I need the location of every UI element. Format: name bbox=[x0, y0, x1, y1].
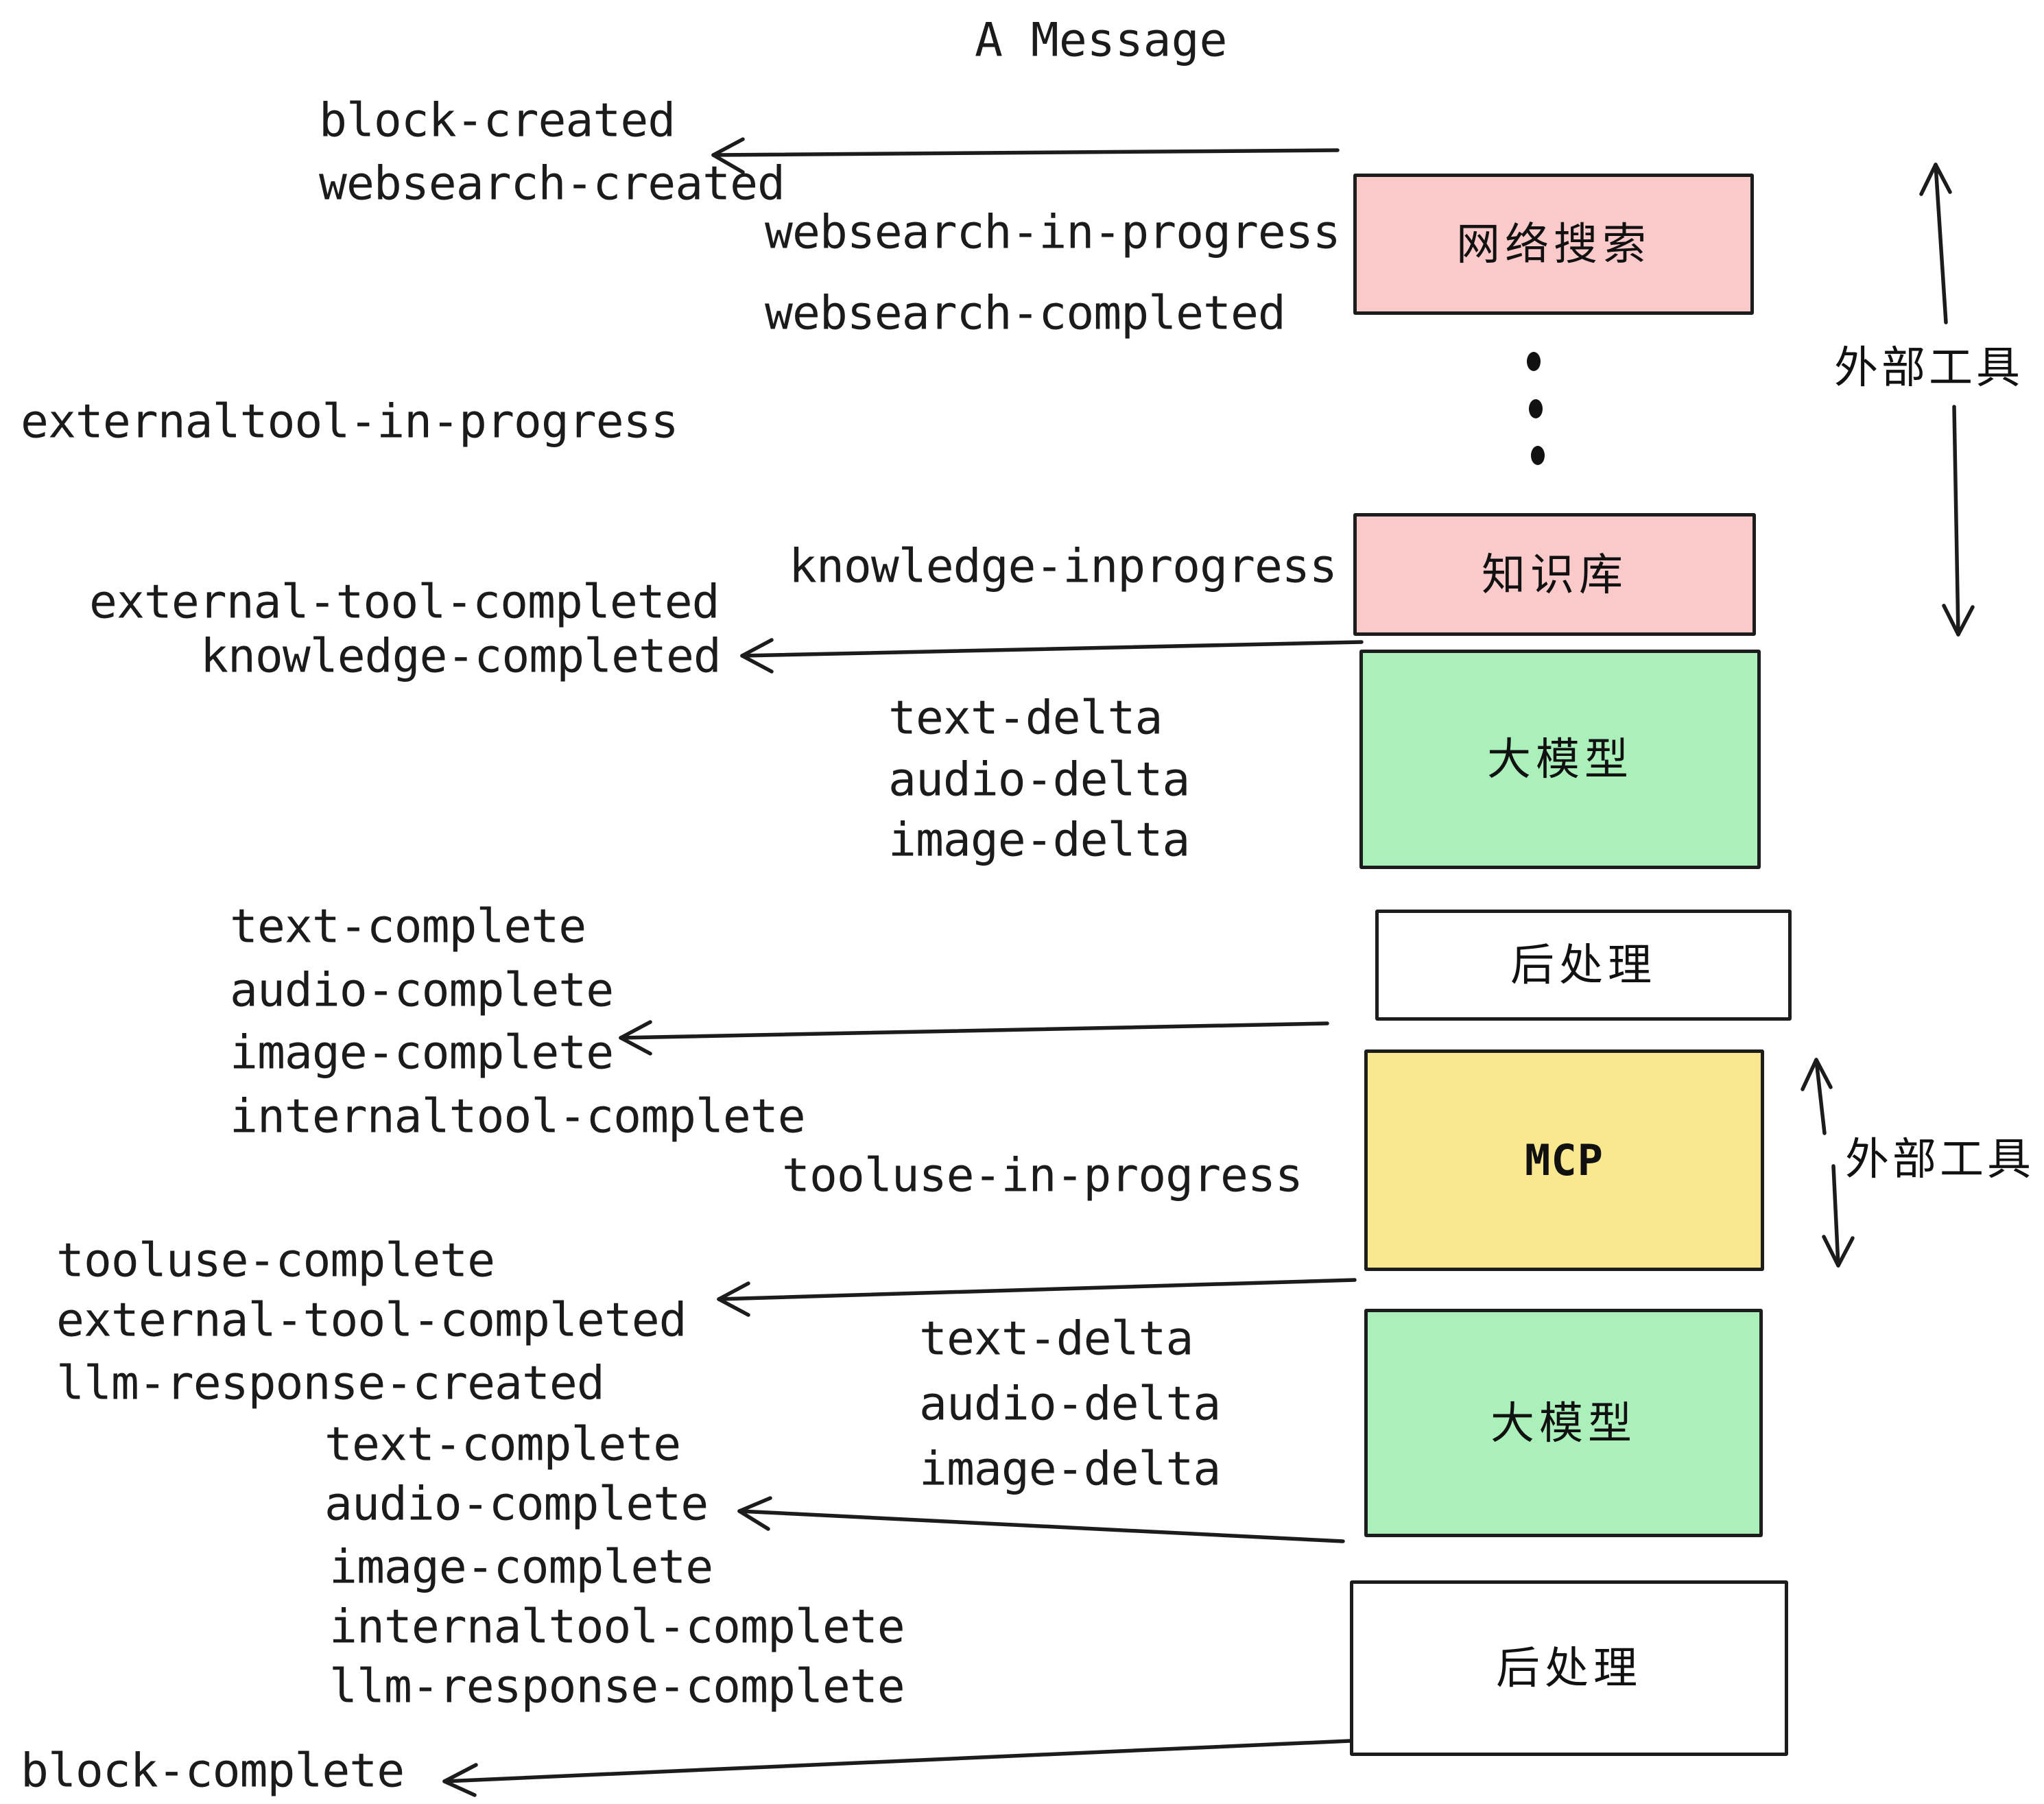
event-internaltool-complete-2: internaltool-complete bbox=[329, 1600, 905, 1654]
event-audio-complete-1: audio-complete bbox=[230, 963, 614, 1018]
arrow-block-complete bbox=[442, 1739, 1352, 1797]
arrow-external-tools-1-down bbox=[1942, 405, 1975, 637]
dot-icon bbox=[1527, 352, 1541, 371]
event-tooluse-complete: tooluse-complete bbox=[56, 1233, 495, 1288]
event-text-delta-2: text-delta bbox=[919, 1312, 1193, 1366]
box-post-process-2: 后处理 bbox=[1350, 1580, 1788, 1756]
box-web-search: 网络搜索 bbox=[1353, 174, 1754, 315]
event-text-complete-1: text-complete bbox=[230, 899, 586, 954]
event-externaltool-in-progress: externaltool-in-progress bbox=[21, 394, 679, 449]
arrow-websearch-created bbox=[711, 137, 1340, 174]
event-image-complete-1: image-complete bbox=[230, 1025, 614, 1080]
box-knowledge-base: 知识库 bbox=[1353, 513, 1756, 636]
event-image-complete-2: image-complete bbox=[329, 1540, 713, 1595]
box-post-process-2-label: 后处理 bbox=[1496, 1643, 1642, 1693]
arrow-image-complete-1 bbox=[619, 1020, 1329, 1056]
annotation-external-tools-1: 外部工具 bbox=[1834, 343, 2023, 392]
event-block-complete: block-complete bbox=[21, 1744, 405, 1799]
box-llm-1: 大模型 bbox=[1359, 650, 1761, 869]
arrow-audio-complete-2 bbox=[737, 1496, 1345, 1543]
box-mcp-label: MCP bbox=[1525, 1135, 1604, 1185]
box-knowledge-base-label: 知识库 bbox=[1482, 549, 1628, 600]
arrow-knowledge-completed bbox=[740, 638, 1364, 674]
box-llm-1-label: 大模型 bbox=[1487, 735, 1633, 784]
dot-icon bbox=[1531, 446, 1545, 465]
event-audio-delta-2: audio-delta bbox=[919, 1377, 1221, 1432]
event-knowledge-completed: knowledge-completed bbox=[200, 629, 722, 684]
diagram-title: A Message bbox=[975, 13, 1228, 68]
event-image-delta-1: image-delta bbox=[888, 813, 1190, 868]
box-mcp: MCP bbox=[1364, 1049, 1764, 1271]
event-llm-response-created: llm-response-created bbox=[56, 1356, 605, 1411]
arrow-external-tools-1-up bbox=[1919, 163, 1952, 324]
event-external-tool-completed-2: external-tool-completed bbox=[56, 1293, 687, 1348]
event-text-delta-1: text-delta bbox=[888, 691, 1163, 746]
ellipsis-dots bbox=[1527, 352, 1545, 465]
arrow-tooluse-complete bbox=[717, 1278, 1357, 1317]
event-image-delta-2: image-delta bbox=[919, 1442, 1221, 1497]
event-knowledge-inprogress: knowledge-inprogress bbox=[789, 539, 1338, 594]
event-internaltool-complete-1: internaltool-complete bbox=[230, 1089, 806, 1144]
event-websearch-created: websearch-created bbox=[319, 156, 785, 211]
event-audio-complete-2: audio-complete bbox=[324, 1477, 709, 1532]
box-post-process-1-label: 后处理 bbox=[1510, 940, 1656, 990]
box-llm-2: 大模型 bbox=[1364, 1309, 1763, 1537]
event-external-tool-completed-1: external-tool-completed bbox=[89, 575, 720, 630]
event-block-created: block-created bbox=[319, 93, 676, 148]
dot-icon bbox=[1529, 399, 1543, 418]
event-websearch-completed: websearch-completed bbox=[765, 286, 1286, 341]
event-text-complete-2: text-complete bbox=[324, 1417, 681, 1472]
box-web-search-label: 网络搜索 bbox=[1456, 219, 1651, 269]
annotation-external-tools-2: 外部工具 bbox=[1845, 1135, 2034, 1184]
event-audio-delta-1: audio-delta bbox=[888, 752, 1190, 807]
box-llm-2-label: 大模型 bbox=[1490, 1398, 1637, 1448]
event-llm-response-complete: llm-response-complete bbox=[329, 1659, 905, 1714]
arrow-external-tools-2-up bbox=[1801, 1058, 1833, 1135]
event-tooluse-in-progress: tooluse-in-progress bbox=[782, 1148, 1303, 1203]
event-websearch-in-progress: websearch-in-progress bbox=[765, 205, 1341, 260]
box-post-process-1: 后处理 bbox=[1375, 910, 1792, 1021]
